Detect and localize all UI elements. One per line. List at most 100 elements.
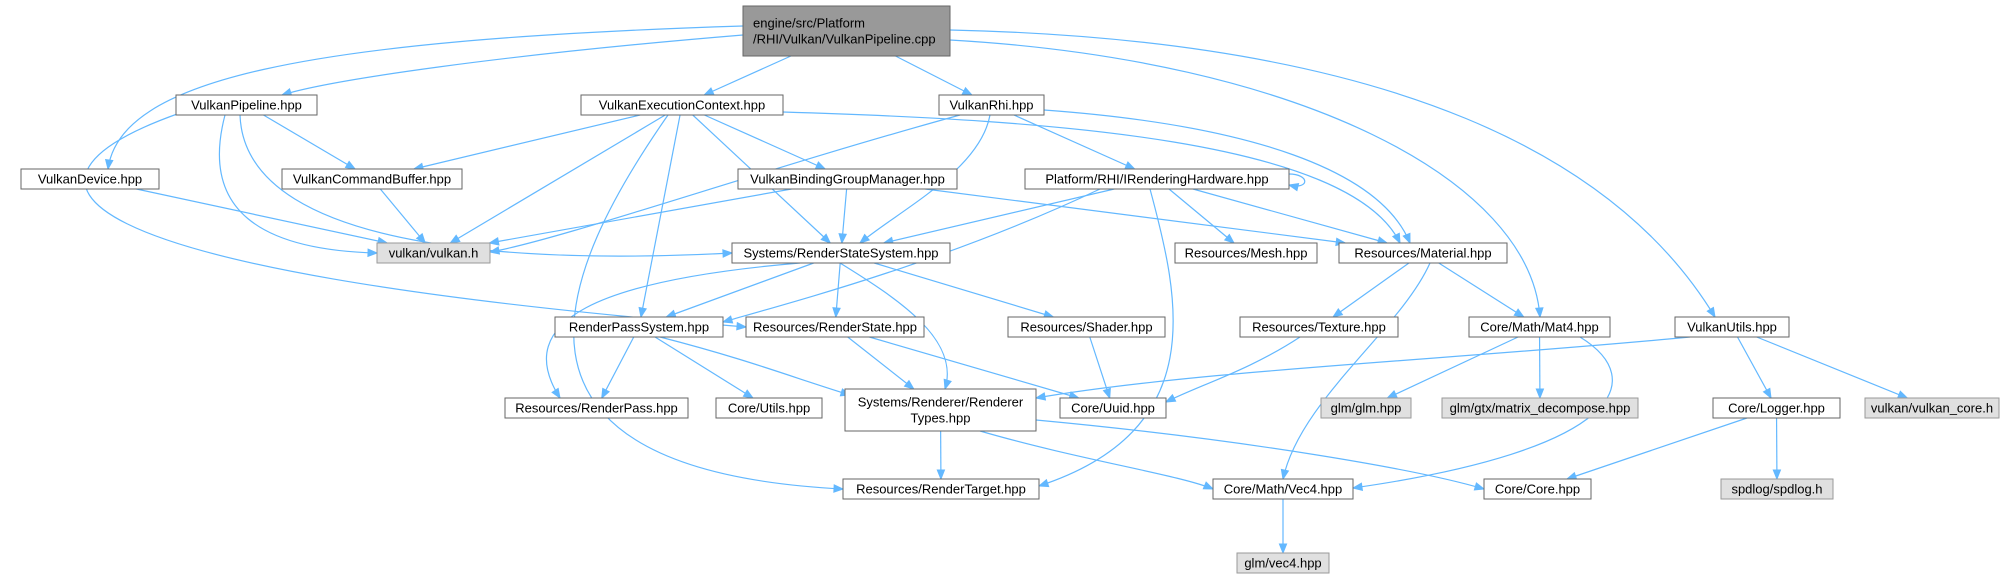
edge-root-to-vulkan_rhi <box>895 55 974 96</box>
edge-irendering-to-render_state_system <box>882 188 1115 246</box>
edge-exec_ctx-to-render_pass_system <box>638 114 681 319</box>
edge-vulkan_device-to-vulkan_h <box>136 188 389 246</box>
edge-vulkan_rhi-to-irendering <box>1013 114 1136 170</box>
node-label: spdlog/spdlog.h <box>1731 482 1822 497</box>
edge-render_pass_system-to-core_utils <box>654 336 755 399</box>
edge-texture-to-uuid <box>1164 336 1301 403</box>
node-label: VulkanPipeline.hpp <box>191 98 302 113</box>
node-vulkan-rhi[interactable]: VulkanRhi.hpp <box>938 94 1045 116</box>
node-glm: glm/glm.hpp <box>1320 397 1412 419</box>
edge-pipeline_hpp-to-vulkan_h <box>218 114 379 258</box>
node-label: /RHI/Vulkan/VulkanPipeline.cpp <box>753 32 936 47</box>
node-label: Core/Math/Vec4.hpp <box>1224 482 1343 497</box>
edge-exec_ctx-to-material <box>782 111 1401 245</box>
edge-material-to-mat4 <box>1438 262 1525 318</box>
edge-render_state_system-to-shader <box>874 262 1055 319</box>
node-texture[interactable]: Resources/Texture.hpp <box>1239 316 1399 338</box>
node-spdlog: spdlog/spdlog.h <box>1720 478 1834 500</box>
edge-root-to-pipeline_hpp <box>280 34 744 97</box>
node-label: glm/glm.hpp <box>1331 401 1402 416</box>
node-material[interactable]: Resources/Material.hpp <box>1338 242 1508 264</box>
edge-vulkan_utils-to-vulkan_core <box>1756 336 1909 399</box>
edge-pipeline_hpp-to-cmd_buffer <box>263 114 357 170</box>
node-render-state-system[interactable]: Systems/RenderStateSystem.hpp <box>731 242 951 264</box>
edge-root-to-vulkan_device <box>104 25 744 171</box>
edges-layer <box>84 25 1909 555</box>
edge-irendering-to-render_pass_system <box>721 188 1101 324</box>
node-label: Resources/RenderState.hpp <box>753 320 917 335</box>
node-vulkan-utils[interactable]: VulkanUtils.hpp <box>1674 316 1790 338</box>
node-label: RenderPassSystem.hpp <box>569 320 709 335</box>
node-label: Core/Utils.hpp <box>728 401 810 416</box>
edge-cmd_buffer-to-vulkan_h <box>379 188 427 245</box>
node-mesh[interactable]: Resources/Mesh.hpp <box>1174 242 1318 264</box>
node-render-target[interactable]: Resources/RenderTarget.hpp <box>842 478 1040 500</box>
node-matrix-decompose: glm/gtx/matrix_decompose.hpp <box>1441 397 1639 419</box>
edge-vulkan_rhi-to-material <box>1043 109 1411 245</box>
node-root[interactable]: engine/src/Platform/RHI/Vulkan/VulkanPip… <box>742 5 951 57</box>
edge-exec_ctx-to-vulkan_h <box>449 114 666 244</box>
edge-material-to-vec4 <box>1280 262 1431 481</box>
node-label: Core/Uuid.hpp <box>1071 401 1155 416</box>
edge-exec_ctx-to-cmd_buffer <box>412 114 641 172</box>
node-label: Systems/Renderer/Renderer <box>858 395 1024 410</box>
node-label: vulkan/vulkan_core.h <box>1871 401 1993 416</box>
node-core-core[interactable]: Core/Core.hpp <box>1483 478 1592 500</box>
edge-render_state-to-renderer_types <box>847 336 915 390</box>
node-cmd-buffer[interactable]: VulkanCommandBuffer.hpp <box>281 168 463 190</box>
edge-render_state_system-to-render_pass_system <box>665 262 814 318</box>
edge-vulkan_rhi-to-vulkan_h <box>488 114 961 255</box>
node-label: Resources/Shader.hpp <box>1020 320 1152 335</box>
node-label: Resources/Texture.hpp <box>1252 320 1386 335</box>
edge-vulkan_utils-to-renderer_types <box>1034 336 1691 401</box>
node-label: Resources/RenderPass.hpp <box>515 401 678 416</box>
node-exec-ctx[interactable]: VulkanExecutionContext.hpp <box>580 94 784 116</box>
node-mat4[interactable]: Core/Math/Mat4.hpp <box>1468 316 1611 338</box>
edge-root-to-mat4 <box>949 39 1544 319</box>
node-label: glm/vec4.hpp <box>1244 556 1321 571</box>
node-logger[interactable]: Core/Logger.hpp <box>1712 397 1841 419</box>
edge-mat4-to-matrix_decompose <box>1535 336 1545 400</box>
node-label: VulkanRhi.hpp <box>949 98 1033 113</box>
edge-renderer_types-to-vec4 <box>979 430 1215 490</box>
edge-logger-to-core_core <box>1565 417 1748 481</box>
edge-vulkan_utils-to-logger <box>1736 336 1772 400</box>
node-label: VulkanCommandBuffer.hpp <box>293 172 451 187</box>
node-label: Platform/RHI/IRenderingHardware.hpp <box>1045 172 1268 187</box>
node-label: Core/Core.hpp <box>1495 482 1580 497</box>
edge-mat4-to-glm <box>1386 336 1519 399</box>
node-vulkan-device[interactable]: VulkanDevice.hpp <box>20 168 160 190</box>
node-glm-vec4: glm/vec4.hpp <box>1236 552 1330 574</box>
edge-material-to-texture <box>1331 262 1410 318</box>
edge-renderer_types-to-core_core <box>1035 419 1486 491</box>
node-label: engine/src/Platform <box>753 16 865 31</box>
edge-renderer_types-to-render_target <box>936 430 946 481</box>
edge-irendering-to-render_target <box>1037 188 1174 488</box>
node-render-state[interactable]: Resources/RenderState.hpp <box>745 316 925 338</box>
edge-root-to-vulkan_utils <box>949 29 1716 319</box>
nodes-layer: engine/src/Platform/RHI/Vulkan/VulkanPip… <box>20 5 2000 574</box>
node-render-pass-system[interactable]: RenderPassSystem.hpp <box>554 316 724 338</box>
node-shader[interactable]: Resources/Shader.hpp <box>1007 316 1166 338</box>
node-label: VulkanUtils.hpp <box>1687 320 1777 335</box>
edge-vec4-to-glm_vec4 <box>1278 499 1288 555</box>
node-label: Resources/Material.hpp <box>1354 246 1491 261</box>
node-core-utils[interactable]: Core/Utils.hpp <box>715 397 823 419</box>
node-vec4[interactable]: Core/Math/Vec4.hpp <box>1212 478 1354 500</box>
node-label: glm/gtx/matrix_decompose.hpp <box>1450 401 1631 416</box>
node-label: Systems/RenderStateSystem.hpp <box>743 246 938 261</box>
node-label: Core/Logger.hpp <box>1728 401 1825 416</box>
edge-render_pass_system-to-renderer_types <box>659 336 852 397</box>
node-render-pass[interactable]: Resources/RenderPass.hpp <box>504 397 689 419</box>
node-label: Core/Math/Mat4.hpp <box>1480 320 1599 335</box>
node-binding-group[interactable]: VulkanBindingGroupManager.hpp <box>737 168 958 190</box>
edge-irendering-to-irendering <box>1287 173 1306 192</box>
edge-binding_group-to-render_state_system <box>838 188 848 245</box>
node-label: Resources/RenderTarget.hpp <box>856 482 1026 497</box>
node-uuid[interactable]: Core/Uuid.hpp <box>1059 397 1167 419</box>
node-pipeline-hpp[interactable]: VulkanPipeline.hpp <box>175 94 318 116</box>
node-irendering[interactable]: Platform/RHI/IRenderingHardware.hpp <box>1024 168 1290 190</box>
node-label: VulkanDevice.hpp <box>38 172 142 187</box>
